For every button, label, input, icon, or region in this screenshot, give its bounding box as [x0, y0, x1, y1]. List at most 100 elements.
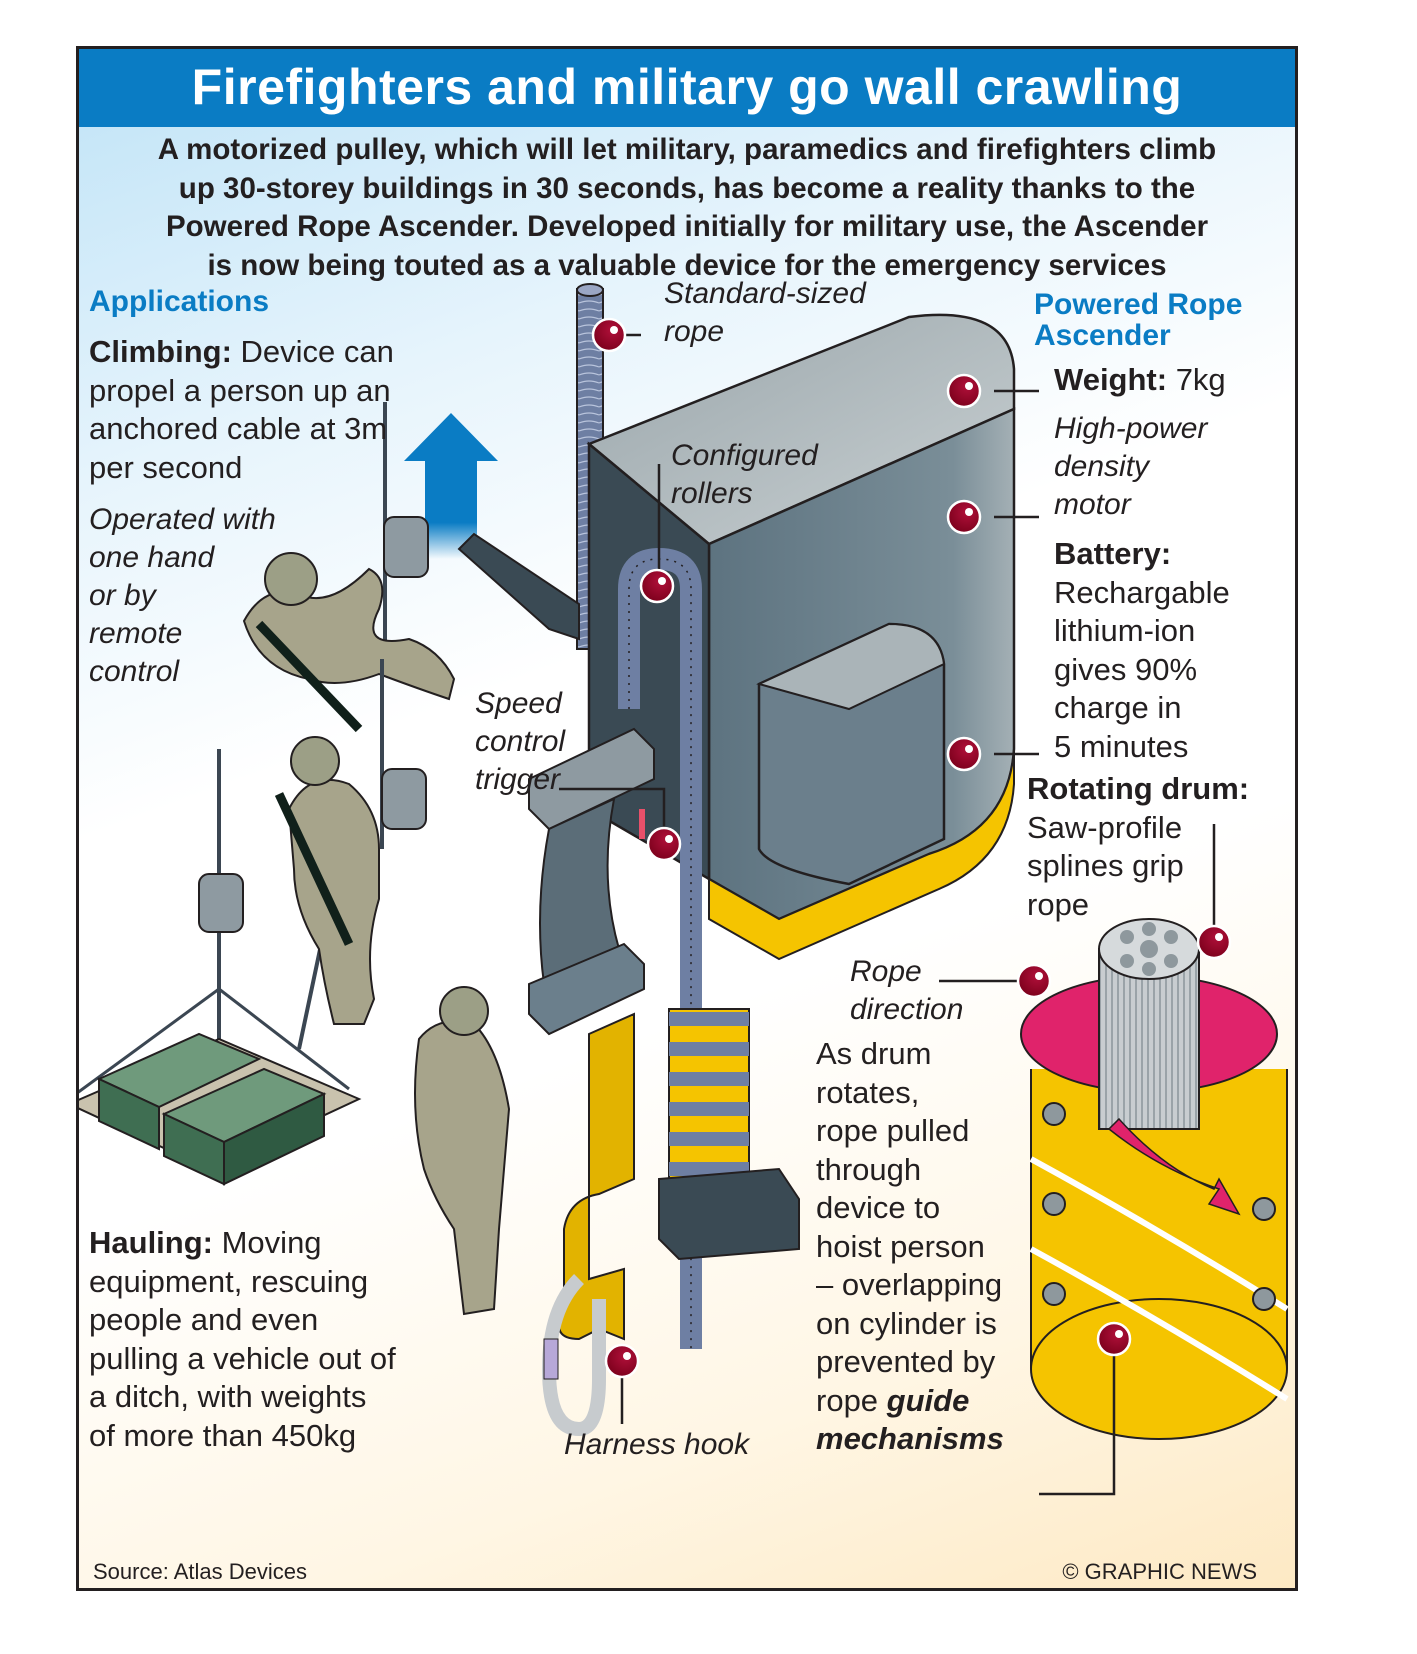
drum-spec: Rotating drum: Saw-profile splines grip …: [1027, 770, 1249, 924]
battery-line: gives 90%: [1054, 651, 1198, 687]
hauling-line: people and even: [89, 1302, 319, 1337]
motor-line: motor: [1054, 488, 1131, 521]
label-configured-rollers: Configured rollers: [671, 437, 818, 513]
infographic-frame: Firefighters and military go wall crawli…: [76, 46, 1298, 1591]
source-credit: Source: Atlas Devices: [93, 1559, 307, 1584]
label-rope-direction: Rope direction: [850, 953, 963, 1029]
marker-rollers: [639, 568, 675, 604]
specs-heading-line: Ascender: [1034, 319, 1171, 352]
battery-line: Rechargable: [1054, 574, 1230, 610]
marker-harness: [604, 1343, 640, 1379]
marker-drum: [1196, 924, 1232, 960]
label-line: direction: [850, 993, 964, 1026]
drum-line: Saw-profile: [1027, 809, 1183, 845]
intro-line: is now being touted as a valuable device…: [207, 248, 1167, 282]
drum-line: rope: [1027, 886, 1090, 922]
marker-motor: [946, 499, 982, 535]
explanation-line: rope: [816, 1382, 887, 1418]
label-speed-trigger: Speed control trigger: [475, 685, 565, 799]
intro-line: Powered Rope Ascender. Developed initial…: [165, 210, 1209, 243]
explanation-line: rope pulled: [816, 1113, 970, 1148]
operated-line: or by: [89, 579, 156, 612]
soldier-standing-illustration: [274, 659, 427, 1050]
motor-line: density: [1054, 450, 1150, 483]
hauling-line: equipment, rescuing: [89, 1263, 369, 1299]
weight-label: Weight:: [1054, 362, 1168, 397]
page-title: Firefighters and military go wall crawli…: [79, 49, 1295, 127]
label-harness-hook: Harness hook: [564, 1428, 750, 1461]
climbing-label: Climbing:: [89, 334, 232, 369]
rope-coil-illustration: [658, 1008, 800, 1261]
motor-spec: High-power density motor: [1054, 410, 1207, 524]
hauling-text: Hauling: Moving equipment, rescuing peop…: [89, 1224, 396, 1455]
lever-illustration: [457, 532, 580, 641]
battery-line: charge in: [1054, 690, 1182, 725]
climbing-line: per second: [89, 449, 243, 485]
grip-handle-illustration: [528, 727, 655, 1036]
label-line: control: [475, 725, 566, 758]
intro-line: up 30-storey buildings in 30 seconds, ha…: [178, 171, 1196, 205]
explanation-line: through: [816, 1151, 922, 1187]
label-line: Standard-sized: [664, 277, 866, 310]
climbing-line: propel a person up an: [89, 372, 391, 408]
label-line: Speed: [475, 687, 562, 720]
battery-line: lithium-ion: [1054, 613, 1196, 648]
weight-value: 7kg: [1167, 362, 1226, 397]
carabiner-illustration: [541, 1274, 606, 1437]
label-line: Rope: [850, 955, 922, 988]
climbing-text: Climbing: Device can propel a person up …: [89, 333, 394, 487]
emphasis-guide: guide: [886, 1382, 970, 1418]
explanation-line: – overlapping: [816, 1267, 1003, 1302]
drum-line: splines grip: [1027, 848, 1184, 883]
callout-markers: [591, 317, 1232, 1379]
rotating-drum-illustration: [1020, 918, 1289, 1440]
climbing-line: Device can: [231, 334, 394, 369]
illustration: [79, 283, 1289, 1496]
operated-line: one hand: [89, 541, 215, 574]
marker-guide: [1096, 1321, 1132, 1357]
weight-spec: Weight: 7kg: [1054, 361, 1226, 400]
explanation-line: hoist person: [816, 1228, 985, 1264]
drum-explanation: As drum rotates, rope pulled through dev…: [816, 1035, 1004, 1459]
hauling-line: a ditch, with weights: [89, 1379, 367, 1414]
explanation-line: rotates,: [816, 1074, 920, 1110]
specs-heading: Powered Rope Ascender: [1034, 289, 1242, 351]
explanation-line: prevented by: [816, 1344, 996, 1379]
label-line: rope: [664, 315, 725, 348]
emphasis-mechanisms: mechanisms: [816, 1421, 1004, 1456]
marker-battery: [946, 736, 982, 772]
motor-line: High-power: [1054, 412, 1208, 445]
hauling-line: Moving: [213, 1225, 322, 1260]
soldier-climbing-illustration: [242, 402, 456, 733]
marker-rope: [591, 317, 627, 353]
marker-weight: [946, 373, 982, 409]
graphic-credit: © GRAPHIC NEWS: [1062, 1559, 1257, 1584]
intro-line: A motorized pulley, which will let milit…: [157, 133, 1217, 166]
hauling-label: Hauling:: [89, 1225, 213, 1260]
operated-text: Operated with one hand or by remote cont…: [89, 501, 276, 691]
marker-trigger: [646, 826, 682, 862]
applications-heading: Applications: [89, 285, 270, 318]
label-line: rollers: [671, 477, 753, 510]
explanation-line: device to: [816, 1190, 941, 1225]
cargo-crates-illustration: [79, 749, 362, 1186]
explanation-line: on cylinder is: [816, 1305, 997, 1341]
hauling-line: of more than 450kg: [89, 1417, 357, 1453]
label-line: Configured: [671, 439, 818, 472]
operated-line: remote: [89, 617, 183, 650]
soldier-operator-illustration: [414, 986, 511, 1316]
specs-heading-line: Powered Rope: [1034, 288, 1243, 321]
label-standard-rope: Standard-sized rope: [664, 275, 866, 351]
intro-paragraph: A motorized pulley, which will let milit…: [79, 131, 1295, 285]
hauling-line: pulling a vehicle out of: [89, 1340, 396, 1376]
ascender-body-illustration: [586, 313, 1016, 961]
battery-label: Battery:: [1054, 536, 1172, 571]
operated-line: control: [89, 655, 180, 688]
marker-rope-direction: [1016, 963, 1052, 999]
label-line: trigger: [475, 763, 561, 796]
battery-spec: Battery: Rechargable lithium-ion gives 9…: [1054, 535, 1230, 766]
climbing-line: anchored cable at 3m: [89, 411, 388, 446]
explanation-line: As drum: [816, 1036, 932, 1071]
operated-line: Operated with: [89, 503, 276, 536]
drum-label: Rotating drum:: [1027, 771, 1250, 806]
